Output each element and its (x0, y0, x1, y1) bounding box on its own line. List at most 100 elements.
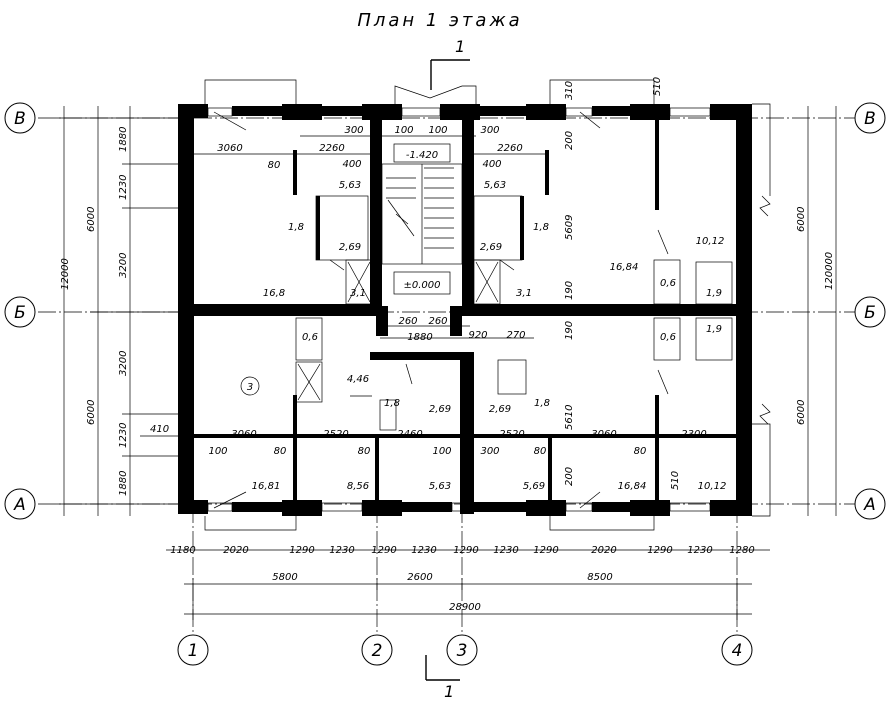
svg-text:1180: 1180 (170, 545, 195, 556)
room-area: 2,69 (339, 242, 361, 253)
interior-walls (194, 120, 736, 514)
svg-text:1290: 1290 (453, 545, 478, 556)
svg-text:6000: 6000 (796, 207, 807, 232)
svg-text:5610: 5610 (564, 405, 575, 430)
svg-text:А: А (863, 495, 876, 515)
axis-bubble-a-left: А (4, 488, 36, 520)
section-label-top: 1 (455, 37, 465, 56)
svg-text:260: 260 (428, 316, 447, 327)
svg-text:3060: 3060 (217, 143, 242, 154)
room-area: 1,8 (533, 222, 549, 233)
room-area: 10,12 (698, 481, 727, 492)
room-area: 1,8 (288, 222, 304, 233)
svg-text:Б: Б (864, 303, 876, 323)
svg-text:1880: 1880 (118, 471, 129, 496)
bottom-dimensions: 1180 2020 1290 1230 1290 1230 1290 1230 … (166, 545, 770, 620)
svg-text:100: 100 (208, 446, 227, 457)
room-area: 1,8 (384, 398, 400, 409)
room-area: 16,84 (618, 481, 647, 492)
svg-text:8500: 8500 (587, 572, 612, 583)
svg-text:1230: 1230 (687, 545, 712, 556)
room-area: 16,8 (263, 288, 285, 299)
svg-text:300: 300 (480, 446, 499, 457)
svg-text:300: 300 (480, 125, 499, 136)
axis-bubble-3: 3 (446, 634, 478, 666)
partitions (213, 111, 733, 509)
axis-bubble-a-right: А (854, 488, 886, 520)
svg-text:6000: 6000 (86, 400, 97, 425)
exterior-walls (178, 104, 752, 516)
svg-text:2020: 2020 (223, 545, 248, 556)
svg-text:6000: 6000 (86, 207, 97, 232)
interior-dimensions: 3060 2260 300 100 100 300 2260 80 400 40… (194, 77, 707, 490)
axis-bubble-4: 4 (721, 634, 753, 666)
room-area: 16,84 (610, 262, 639, 273)
break-marks (759, 195, 771, 425)
svg-text:3060: 3060 (231, 429, 256, 440)
axis-bubble-b-left: Б (4, 296, 36, 328)
axis-bubble-v-left: В (4, 102, 36, 134)
room-area: 2,69 (480, 242, 502, 253)
svg-text:200: 200 (564, 131, 575, 150)
svg-text:260: 260 (398, 316, 417, 327)
svg-text:3: 3 (457, 641, 468, 661)
svg-text:1290: 1290 (289, 545, 314, 556)
svg-text:80: 80 (268, 160, 281, 171)
svg-text:80: 80 (274, 446, 287, 457)
svg-text:2520: 2520 (323, 429, 348, 440)
svg-text:310: 310 (564, 81, 575, 100)
svg-text:1230: 1230 (118, 175, 129, 200)
svg-text:1880: 1880 (118, 127, 129, 152)
room-area: 5,63 (429, 481, 451, 492)
svg-text:1880: 1880 (407, 332, 432, 343)
svg-text:400: 400 (482, 159, 501, 170)
svg-text:510: 510 (670, 471, 681, 490)
room-area: 4,46 (347, 374, 369, 385)
svg-text:2600: 2600 (407, 572, 432, 583)
svg-text:3060: 3060 (591, 429, 616, 440)
room-area: 0,6 (660, 332, 676, 343)
svg-text:1290: 1290 (647, 545, 672, 556)
room-area: 1,9 (706, 288, 722, 299)
svg-text:1230: 1230 (329, 545, 354, 556)
svg-text:В: В (864, 109, 876, 129)
svg-text:100: 100 (428, 125, 447, 136)
svg-text:2260: 2260 (319, 143, 344, 154)
svg-text:1230: 1230 (493, 545, 518, 556)
stair (381, 143, 463, 295)
svg-text:2260: 2260 (497, 143, 522, 154)
svg-text:190: 190 (564, 281, 575, 300)
svg-text:2460: 2460 (397, 429, 422, 440)
svg-text:410: 410 (150, 424, 169, 435)
room-area: 0,6 (660, 278, 676, 289)
room-area: 8,56 (347, 481, 369, 492)
left-dimensions: 12000 6000 6000 1880 1230 3200 3200 1230… (56, 106, 200, 516)
svg-text:12000: 12000 (60, 258, 71, 290)
room-area: 16,81 (252, 481, 281, 492)
section-label-bottom: 1 (444, 682, 454, 701)
svg-text:3200: 3200 (118, 253, 129, 278)
svg-text:5800: 5800 (272, 572, 297, 583)
room-area: 5,63 (484, 180, 506, 191)
svg-text:400: 400 (342, 159, 361, 170)
svg-text:1290: 1290 (533, 545, 558, 556)
axis-bubble-1: 1 (177, 634, 209, 666)
svg-text:270: 270 (506, 330, 525, 341)
svg-text:1290: 1290 (371, 545, 396, 556)
svg-text:Б: Б (14, 303, 26, 323)
svg-text:100: 100 (394, 125, 413, 136)
svg-text:300: 300 (344, 125, 363, 136)
svg-text:200: 200 (564, 467, 575, 486)
plan-title: План 1 этажа (357, 10, 522, 31)
svg-text:1280: 1280 (729, 545, 754, 556)
svg-text:2020: 2020 (591, 545, 616, 556)
room-area: 1,8 (534, 398, 550, 409)
svg-text:3200: 3200 (118, 351, 129, 376)
svg-text:2300: 2300 (681, 429, 706, 440)
room-area: 3,1 (516, 288, 532, 299)
svg-text:100: 100 (432, 446, 451, 457)
section-mark-top: 1 (430, 37, 470, 90)
section-mark-bottom: 1 (425, 655, 460, 701)
axis-bubble-v-right: В (854, 102, 886, 134)
